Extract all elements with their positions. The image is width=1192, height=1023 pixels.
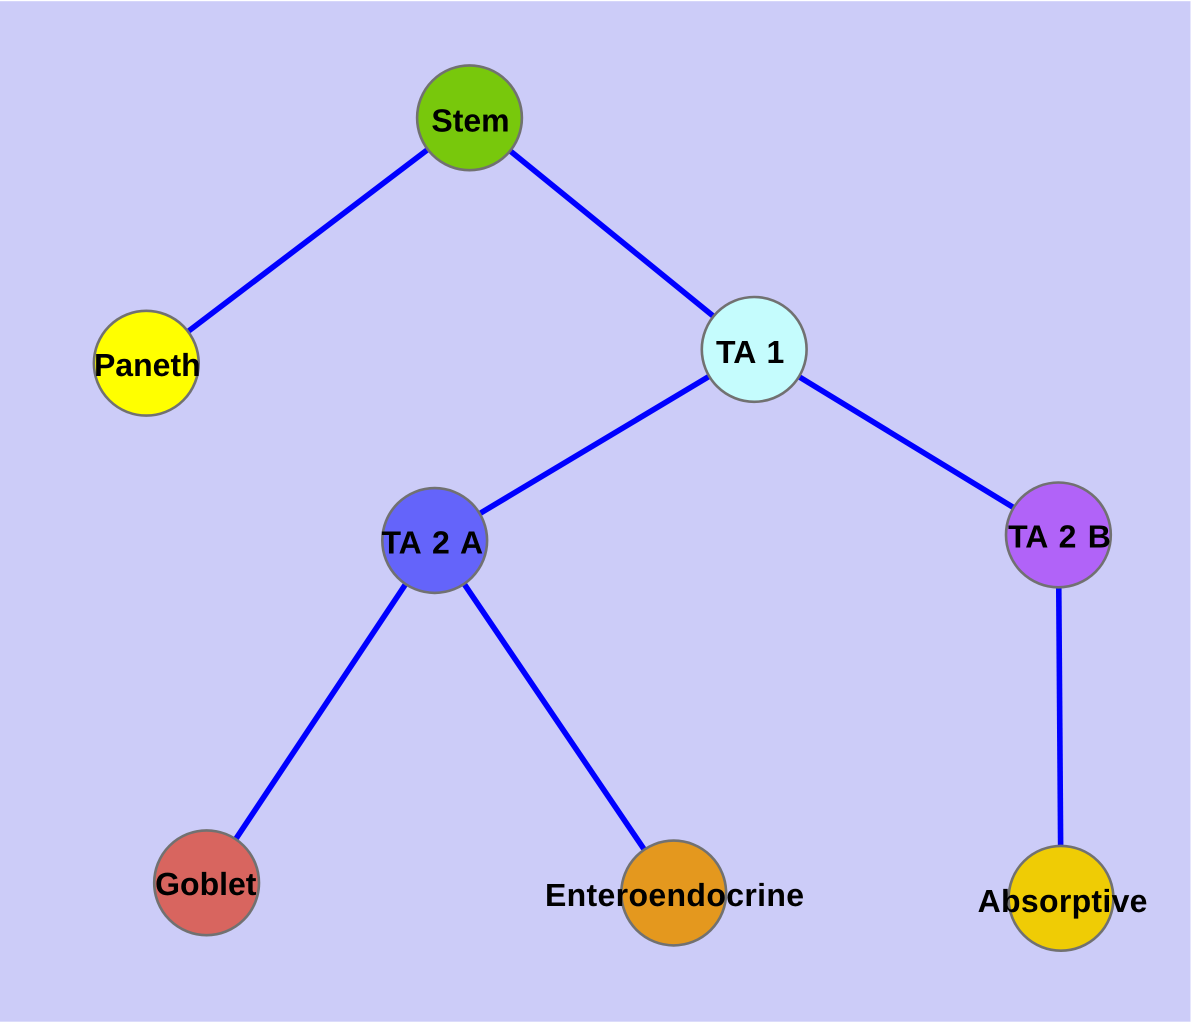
svg-text:TA 2 A: TA 2 A [382, 524, 484, 560]
svg-text:Paneth: Paneth [94, 347, 201, 383]
svg-text:Goblet: Goblet [155, 866, 257, 902]
svg-text:TA 2 B: TA 2 B [1008, 519, 1111, 555]
svg-text:Stem: Stem [431, 103, 509, 139]
svg-text:Absorptive: Absorptive [978, 883, 1148, 919]
svg-text:Enteroendocrine: Enteroendocrine [545, 877, 805, 913]
svg-text:TA 1: TA 1 [716, 334, 784, 370]
